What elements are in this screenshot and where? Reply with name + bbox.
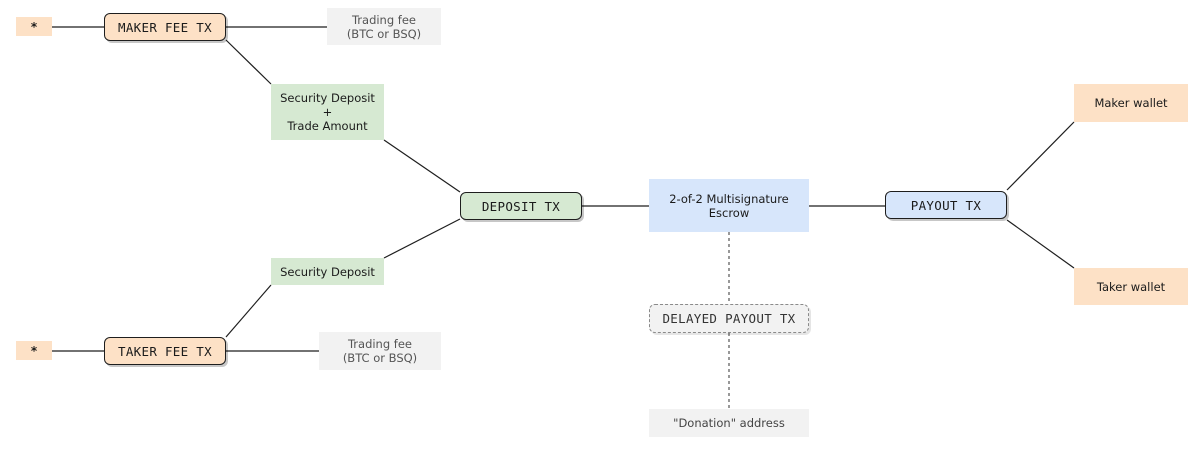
deposit-tx-node: DEPOSIT TX (460, 192, 582, 220)
delayed-payout-tx-node: DELAYED PAYOUT TX (649, 304, 809, 333)
maker-wallet-box: Maker wallet (1074, 84, 1188, 122)
taker-fee-tx-node: TAKER FEE TX (104, 337, 226, 365)
edge-payout-tx-to-maker-wallet (1006, 121, 1075, 191)
donation-address-box: "Donation" address (649, 409, 809, 437)
taker-security-deposit-box: Security Deposit (271, 258, 384, 285)
taker-wallet-box: Taker wallet (1074, 268, 1188, 305)
edge-maker-fee-tx-to-deposit (225, 39, 272, 85)
payout-tx-node: PAYOUT TX (885, 191, 1007, 219)
edge-maker-deposit-to-deposit-tx (383, 139, 461, 193)
taker-trading-fee-box: Trading fee (BTC or BSQ) (319, 332, 441, 370)
maker-input-marker: * (16, 17, 52, 36)
edge-taker-fee-tx-to-deposit (225, 284, 272, 338)
maker-security-deposit-box: Security Deposit + Trade Amount (271, 84, 384, 140)
taker-input-marker: * (16, 341, 52, 360)
maker-trading-fee-box: Trading fee (BTC or BSQ) (327, 8, 441, 45)
edge-payout-tx-to-taker-wallet (1006, 219, 1075, 269)
maker-fee-tx-node: MAKER FEE TX (104, 13, 226, 41)
multisig-escrow-box: 2-of-2 Multisignature Escrow (649, 179, 809, 232)
edge-taker-deposit-to-deposit-tx (383, 218, 461, 259)
